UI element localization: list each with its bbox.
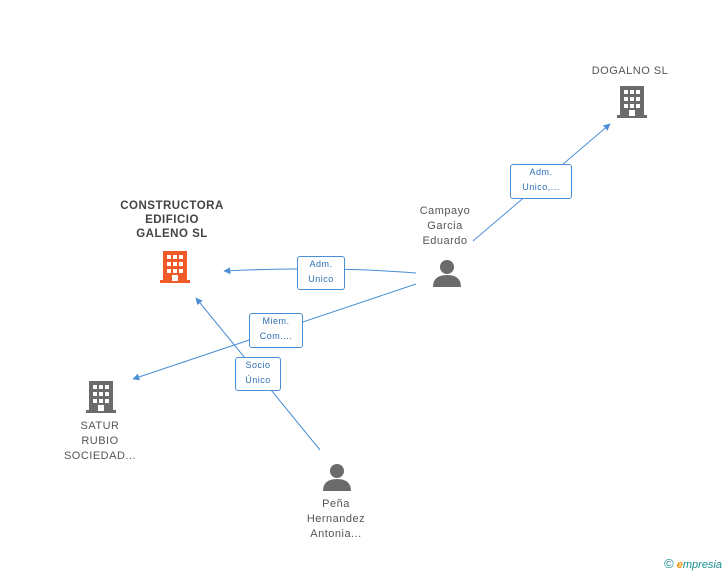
brand-name: mpresia	[682, 559, 722, 571]
label-line: DOGALNO SL	[591, 65, 669, 77]
label-line: Garcia	[427, 220, 463, 232]
building-icon-constructora[interactable]	[160, 251, 190, 283]
empresia-logo[interactable]: ©empresia	[664, 556, 722, 571]
node-label-satur[interactable]: SATUR RUBIO SOCIEDAD...	[50, 419, 150, 464]
label-line: SATUR	[80, 420, 120, 432]
label-line: Hernandez	[306, 513, 366, 525]
edge-label-adm-unico[interactable]: Adm. Unico	[297, 256, 345, 290]
label-line: SOCIEDAD...	[63, 450, 137, 462]
edge-label-line: Com....	[259, 331, 293, 341]
label-line: CONSTRUCTORA	[120, 200, 224, 212]
edge-label-line: Único	[245, 375, 271, 385]
label-line: Eduardo	[422, 235, 468, 247]
building-icon-satur[interactable]	[86, 381, 116, 413]
label-line: RUBIO	[81, 435, 119, 447]
label-line: GALENO SL	[136, 228, 208, 240]
label-line: Antonia...	[310, 528, 362, 540]
node-label-campayo[interactable]: Campayo Garcia Eduardo	[395, 204, 495, 249]
edge-label-miem-com[interactable]: Miem. Com....	[249, 313, 303, 348]
edge-label-socio-unico[interactable]: Socio Único	[235, 357, 281, 391]
label-line: EDIFICIO	[145, 214, 199, 226]
edge-label-line: Miem.	[262, 316, 290, 326]
brand-initial: e	[676, 559, 683, 571]
edge-label-line: Unico	[308, 274, 334, 284]
node-label-dogalno[interactable]: DOGALNO SL	[570, 64, 690, 79]
building-icon-dogalno[interactable]	[617, 86, 647, 118]
edge-label-line: Socio	[245, 360, 271, 370]
edge-label-line: Adm.	[309, 259, 333, 269]
edge-label-adm-unico-dogalno[interactable]: Adm. Unico,...	[510, 164, 572, 199]
label-line: Peña	[322, 498, 350, 510]
node-label-pena[interactable]: Peña Hernandez Antonia...	[286, 497, 386, 542]
edge-label-line: Unico,...	[522, 182, 560, 192]
label-line: Campayo	[419, 205, 471, 217]
edge-label-line: Adm.	[529, 167, 553, 177]
person-icon-campayo[interactable]	[433, 260, 461, 287]
person-icon-pena[interactable]	[323, 464, 351, 491]
copyright-symbol: ©	[664, 556, 674, 571]
node-label-constructora[interactable]: CONSTRUCTORA EDIFICIO GALENO SL	[100, 199, 244, 241]
